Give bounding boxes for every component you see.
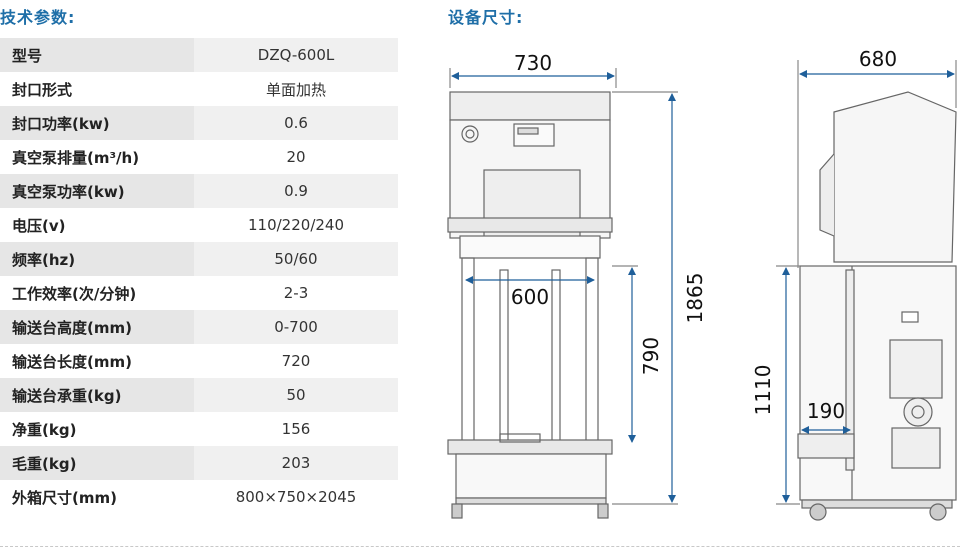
spec-key: 电压(v) [0, 208, 194, 242]
spec-row: 封口形式单面加热 [0, 72, 398, 106]
spec-key: 输送台承重(kg) [0, 378, 194, 412]
spec-value: 单面加热 [194, 72, 398, 106]
spec-value: 0.9 [194, 174, 398, 208]
spec-row: 输送台长度(mm)720 [0, 344, 398, 378]
spec-value: DZQ-600L [194, 38, 398, 72]
dimensions-title: 设备尺寸: [448, 8, 524, 27]
spec-value: 0.6 [194, 106, 398, 140]
spec-value: 50 [194, 378, 398, 412]
dim-side-height: 1110 [751, 365, 775, 416]
spec-value: 203 [194, 446, 398, 480]
dim-table-height: 790 [639, 337, 663, 375]
spec-key: 真空泵排量(m³/h) [0, 140, 194, 174]
spec-value: 720 [194, 344, 398, 378]
spec-row: 真空泵排量(m³/h)20 [0, 140, 398, 174]
dimension-lines [449, 60, 957, 505]
dim-table-width: 600 [511, 285, 549, 309]
spec-value: 2-3 [194, 276, 398, 310]
spec-value: 20 [194, 140, 398, 174]
spec-value: 0-700 [194, 310, 398, 344]
spec-key: 型号 [0, 38, 194, 72]
spec-row: 频率(hz)50/60 [0, 242, 398, 276]
specs-title: 技术参数: [0, 8, 76, 27]
spec-key: 输送台高度(mm) [0, 310, 194, 344]
spec-key: 真空泵功率(kw) [0, 174, 194, 208]
spec-key: 外箱尺寸(mm) [0, 480, 194, 514]
spec-key: 工作效率(次/分钟) [0, 276, 194, 310]
spec-row: 输送台高度(mm)0-700 [0, 310, 398, 344]
spec-value: 50/60 [194, 242, 398, 276]
dim-side-offset: 190 [807, 399, 845, 423]
spec-row: 毛重(kg)203 [0, 446, 398, 480]
dim-total-height: 1865 [683, 273, 707, 324]
footer-divider [0, 546, 960, 547]
dim-side-depth: 680 [859, 47, 897, 71]
spec-row: 封口功率(kw)0.6 [0, 106, 398, 140]
spec-row: 输送台承重(kg)50 [0, 378, 398, 412]
spec-key: 净重(kg) [0, 412, 194, 446]
dim-front-width: 730 [514, 51, 552, 75]
equipment-dimension-drawing: 730 680 600 1865 790 1110 190 [447, 47, 957, 521]
spec-value: 156 [194, 412, 398, 446]
spec-row: 净重(kg)156 [0, 412, 398, 446]
front-view [447, 91, 613, 519]
spec-key: 封口形式 [0, 72, 194, 106]
spec-value: 800×750×2045 [194, 480, 398, 514]
side-view [797, 91, 957, 521]
spec-key: 输送台长度(mm) [0, 344, 194, 378]
spec-key: 频率(hz) [0, 242, 194, 276]
spec-row: 电压(v)110/220/240 [0, 208, 398, 242]
spec-key: 封口功率(kw) [0, 106, 194, 140]
spec-row: 外箱尺寸(mm)800×750×2045 [0, 480, 398, 514]
spec-row: 工作效率(次/分钟)2-3 [0, 276, 398, 310]
spec-key: 毛重(kg) [0, 446, 194, 480]
spec-row: 真空泵功率(kw)0.9 [0, 174, 398, 208]
spec-value: 110/220/240 [194, 208, 398, 242]
